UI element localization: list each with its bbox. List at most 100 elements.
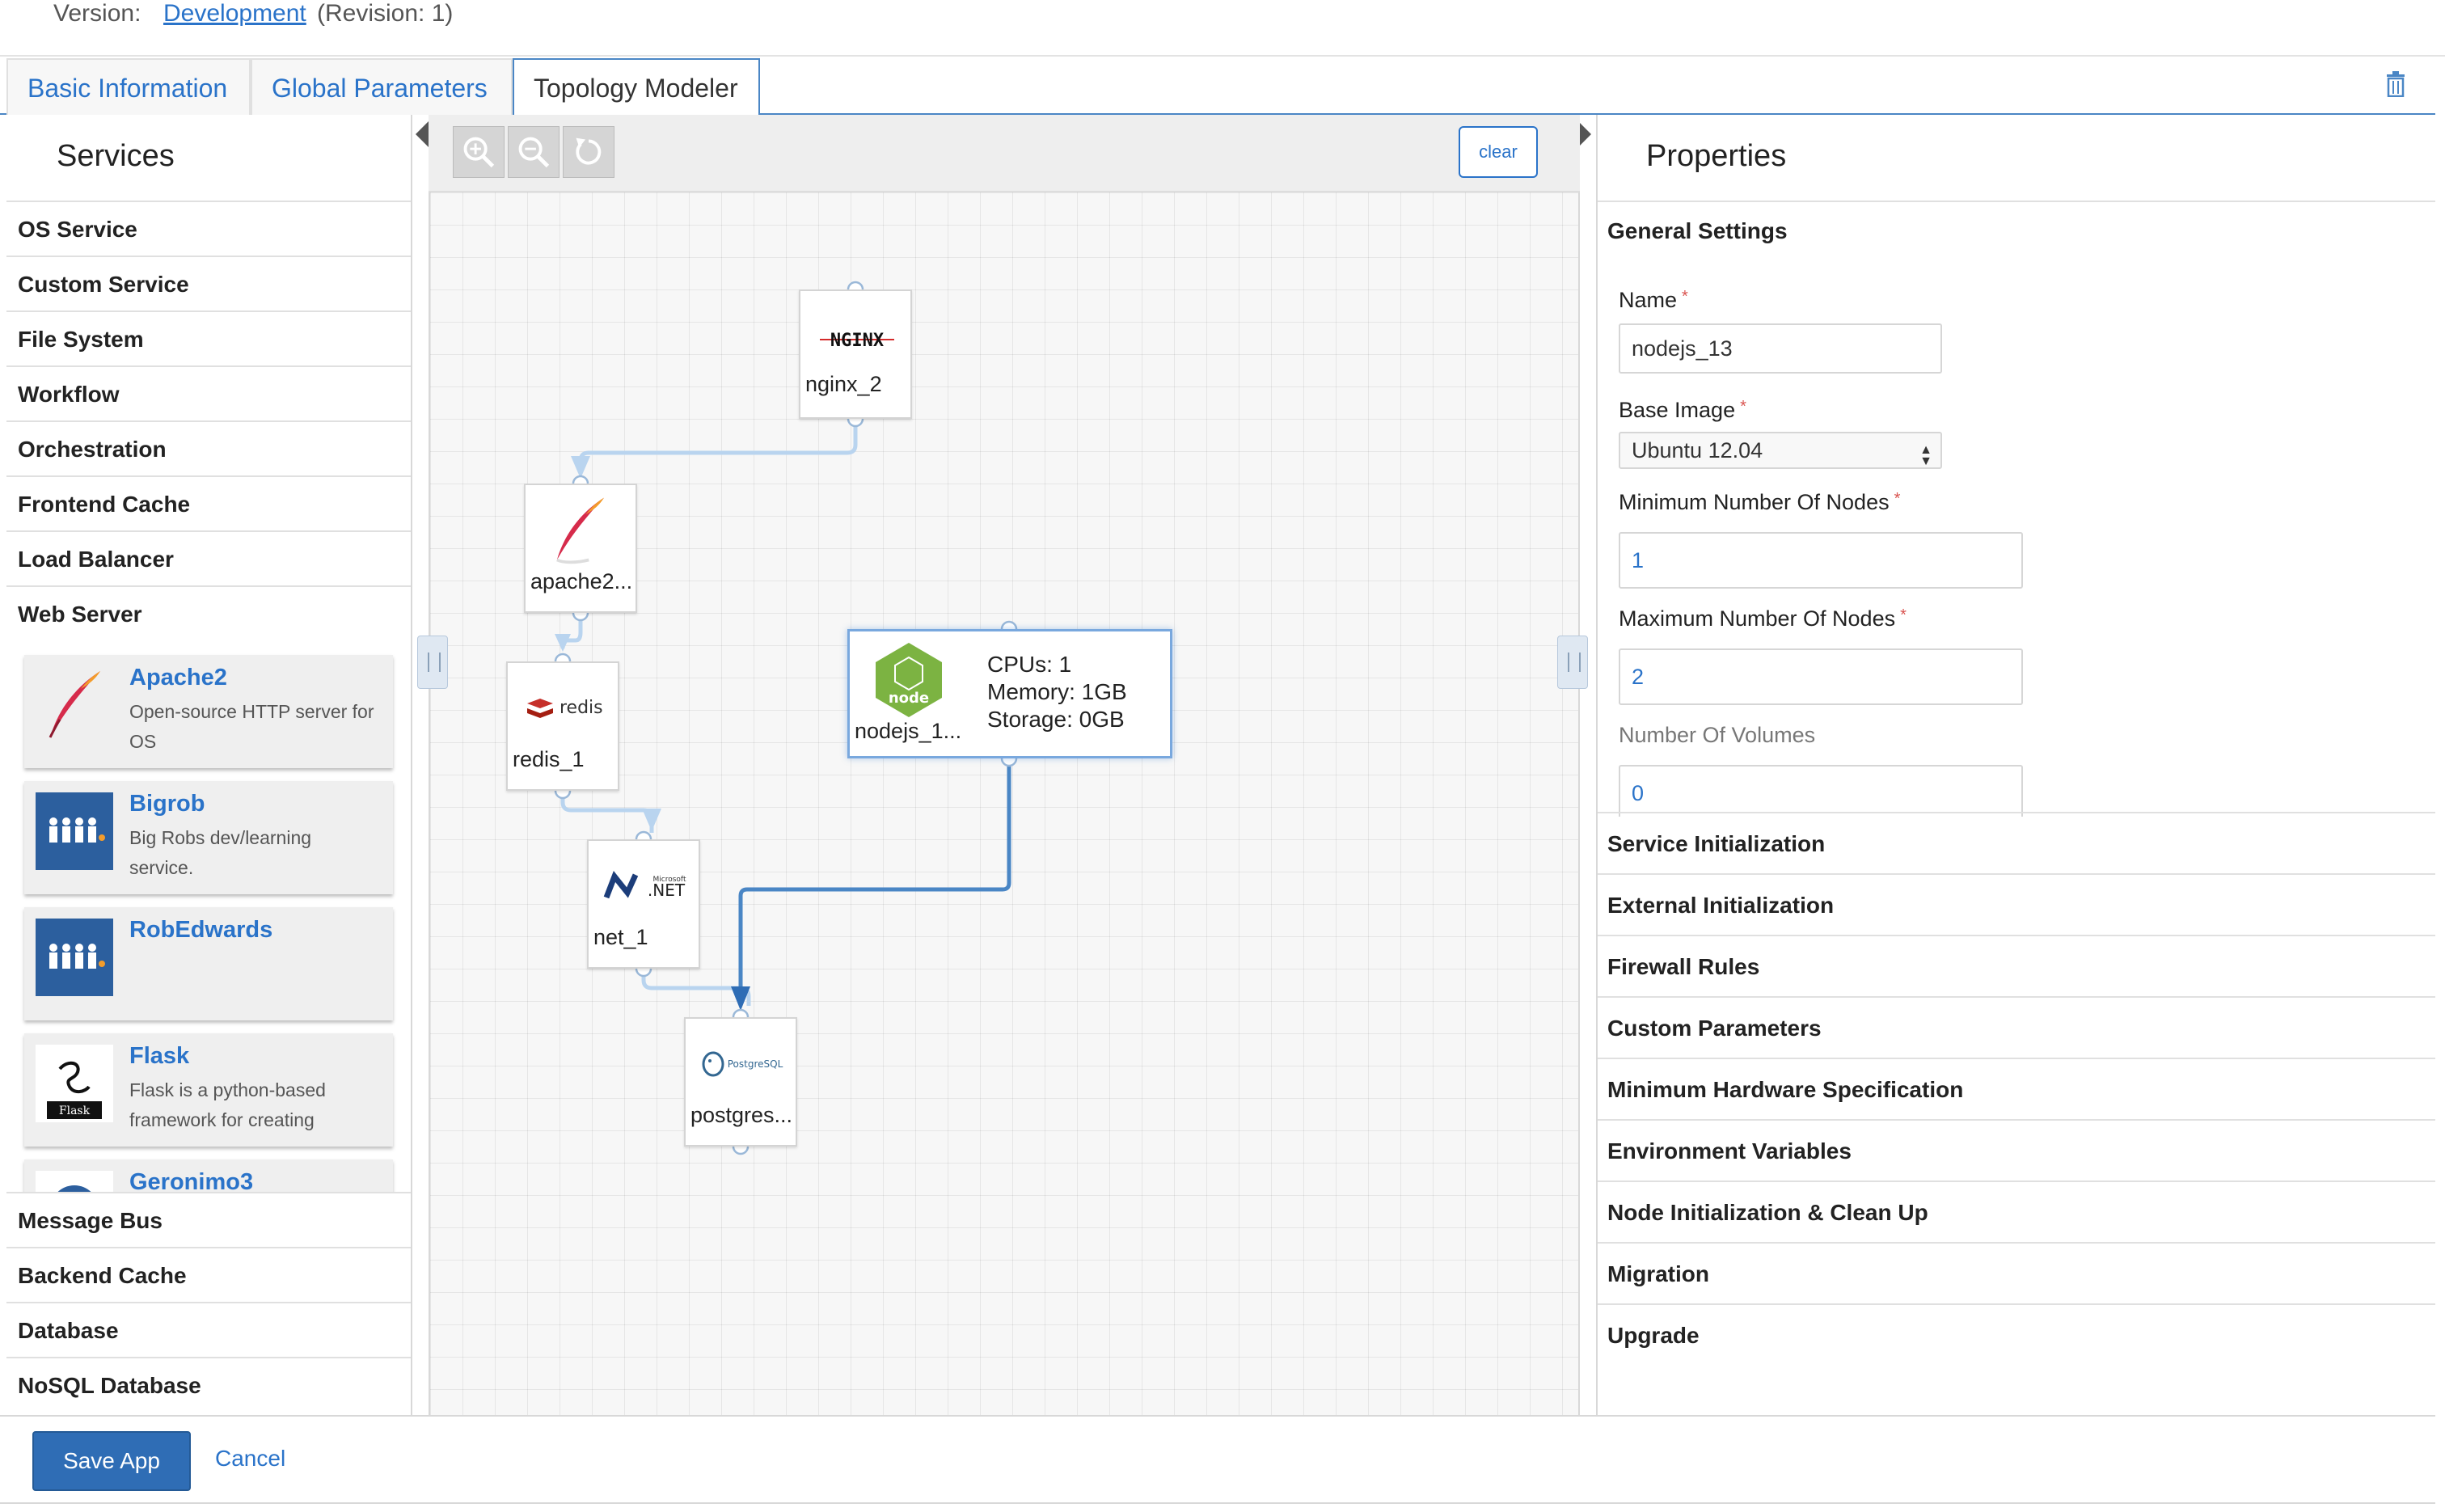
zoom-out-button[interactable]: [508, 126, 560, 178]
apache-feather-icon: [49, 671, 100, 738]
node-redis[interactable]: redis redis_1: [506, 661, 619, 791]
save-app-button[interactable]: Save App: [32, 1431, 191, 1491]
category-web-server[interactable]: Web Server: [6, 585, 411, 640]
node-spec: CPUs: 1 Memory: 1GB Storage: 0GB: [987, 651, 1127, 733]
section-environment-variables[interactable]: Environment Variables: [1598, 1119, 2435, 1180]
tab-basic-information[interactable]: Basic Information: [6, 58, 251, 115]
footer-bar: Save App Cancel: [0, 1415, 2435, 1504]
dotnet-logo-icon: Microsoft .NET: [603, 871, 686, 900]
nginx-logo-icon: NGINX: [820, 331, 894, 351]
category-orchestration[interactable]: Orchestration: [6, 420, 411, 475]
required-mark: *: [1900, 606, 1907, 624]
section-migration[interactable]: Migration: [1598, 1242, 2435, 1303]
category-database[interactable]: Database: [6, 1302, 411, 1357]
min-nodes-field[interactable]: 1: [1619, 532, 2023, 589]
select-arrows-icon: ▲▼: [1919, 443, 1932, 468]
section-custom-parameters[interactable]: Custom Parameters: [1598, 996, 2435, 1058]
trash-icon[interactable]: [2385, 71, 2406, 97]
category-frontend-cache[interactable]: Frontend Cache: [6, 475, 411, 530]
category-os-service[interactable]: OS Service: [6, 201, 411, 256]
section-service-initialization[interactable]: Service Initialization: [1598, 812, 2435, 873]
node-net[interactable]: Microsoft .NET net_1: [587, 839, 700, 969]
category-backend-cache[interactable]: Backend Cache: [6, 1247, 411, 1302]
left-resize-handle[interactable]: [417, 636, 448, 689]
service-card-desc: Flask is a python-based framework for cr…: [129, 1079, 326, 1130]
max-nodes-field[interactable]: 2: [1619, 648, 2023, 705]
topology-canvas-area: clear: [412, 115, 1596, 1415]
node-label: apache2...: [530, 569, 633, 593]
collapse-left-icon[interactable]: [416, 120, 430, 149]
services-panel: Services OS Service Custom Service File …: [6, 115, 412, 1415]
section-firewall-rules[interactable]: Firewall Rules: [1598, 935, 2435, 996]
node-apache2[interactable]: apache2...: [524, 484, 637, 613]
base-image-value: Ubuntu 12.04: [1632, 437, 1763, 462]
category-message-bus[interactable]: Message Bus: [6, 1192, 411, 1247]
service-card-name: Geronimo3: [129, 1169, 254, 1193]
tab-topology-modeler[interactable]: Topology Modeler: [513, 58, 760, 116]
general-settings-section: General Settings Name* nodejs_13 Base Im…: [1598, 201, 2435, 817]
node-postgres[interactable]: PostgreSQL postgres...: [684, 1017, 797, 1147]
properties-panel: Properties General Settings Name* nodejs…: [1596, 115, 2435, 1415]
base-image-label: Base Image*: [1619, 398, 1746, 422]
required-mark: *: [1894, 490, 1901, 508]
revision-text: (Revision: 1): [317, 0, 454, 27]
min-nodes-label: Minimum Number Of Nodes*: [1619, 490, 1901, 514]
dotnet-logo-sub: Microsoft: [653, 876, 686, 884]
volumes-field[interactable]: 0: [1619, 765, 2023, 817]
section-external-initialization[interactable]: External Initialization: [1598, 873, 2435, 935]
max-nodes-label: Maximum Number Of Nodes*: [1619, 606, 1907, 631]
node-nginx[interactable]: NGINX nginx_2: [799, 289, 912, 419]
zoom-in-icon: [463, 137, 495, 168]
service-card-geronimo3[interactable]: Geronimo3: [24, 1159, 393, 1193]
base-image-select[interactable]: Ubuntu 12.04 ▲▼: [1619, 432, 1942, 469]
category-custom-service[interactable]: Custom Service: [6, 256, 411, 310]
service-card-name: RobEdwards: [129, 917, 273, 943]
collapse-right-icon[interactable]: [1577, 120, 1591, 149]
node-label: nodejs_1...: [855, 719, 962, 743]
category-load-balancer[interactable]: Load Balancer: [6, 530, 411, 585]
reset-view-button[interactable]: [563, 126, 614, 178]
redis-logo-text: redis: [560, 698, 603, 718]
tab-global-parameters[interactable]: Global Parameters: [251, 58, 513, 115]
version-link[interactable]: Development: [163, 0, 306, 27]
dotnet-logo-text: .NET: [648, 881, 686, 900]
category-nosql-database[interactable]: NoSQL Database: [6, 1357, 411, 1412]
service-card-flask[interactable]: Flask Flask Flask is a python-based fram…: [24, 1033, 393, 1147]
properties-title: Properties: [1646, 139, 1787, 173]
clear-button[interactable]: clear: [1459, 126, 1538, 178]
service-card-robedwards[interactable]: RobEdwards: [24, 907, 393, 1020]
node-cpus: CPUs: 1: [987, 652, 1072, 677]
cancel-link[interactable]: Cancel: [215, 1446, 286, 1471]
node-storage: Storage: 0GB: [987, 707, 1125, 732]
service-card-desc: Big Robs dev/learning service.: [129, 827, 312, 878]
node-label: postgres...: [690, 1103, 793, 1127]
category-file-system[interactable]: File System: [6, 310, 411, 365]
node-label: nginx_2: [805, 372, 882, 396]
node-nodejs-selected[interactable]: node nodejs_1... CPUs: 1 Memory: 1GB Sto…: [847, 629, 1172, 758]
right-resize-handle[interactable]: [1557, 636, 1588, 689]
services-title: Services: [57, 139, 175, 173]
section-node-init-cleanup[interactable]: Node Initialization & Clean Up: [1598, 1180, 2435, 1242]
version-label: Version:: [53, 0, 141, 27]
nginx-logo-text: NGINX: [830, 331, 884, 351]
volumes-label: Number Of Volumes: [1619, 723, 1816, 747]
topology-grid: [429, 192, 1580, 1415]
apache-feather-icon: [556, 497, 604, 564]
zoom-out-icon: [518, 137, 550, 168]
section-min-hardware[interactable]: Minimum Hardware Specification: [1598, 1058, 2435, 1119]
geronimo-icon: [36, 1171, 113, 1193]
name-label: Name*: [1619, 288, 1688, 312]
node-label: net_1: [593, 925, 648, 949]
reset-icon: [576, 137, 602, 165]
service-card-name: Flask: [129, 1043, 190, 1069]
postgresql-logo-icon: PostgreSQL: [702, 1051, 783, 1077]
node-memory: Memory: 1GB: [987, 679, 1127, 704]
zoom-in-button[interactable]: [453, 126, 505, 178]
name-field[interactable]: nodejs_13: [1619, 323, 1942, 374]
section-upgrade[interactable]: Upgrade: [1598, 1303, 2435, 1365]
general-settings-header[interactable]: General Settings: [1607, 218, 1788, 243]
service-card-apache2[interactable]: Apache2 Open-source HTTP server for OS: [24, 655, 393, 768]
nodejs-logo-icon: node: [876, 643, 942, 717]
category-workflow[interactable]: Workflow: [6, 365, 411, 420]
service-card-bigrob[interactable]: Bigrob Big Robs dev/learning service.: [24, 781, 393, 894]
